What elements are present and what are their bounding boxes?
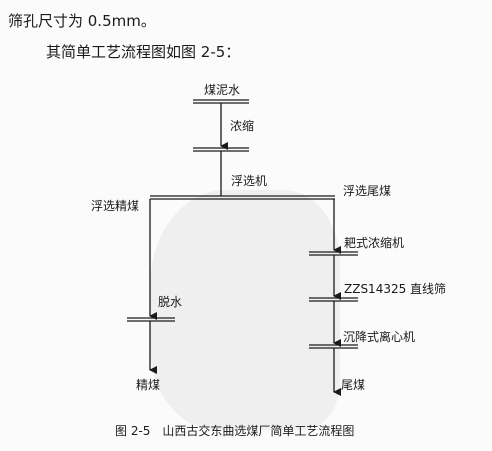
intro-line-2: 其简单工艺流程图如图 2-5： bbox=[46, 43, 241, 61]
intro-line-1: 筛孔尺寸为 0.5mm。 bbox=[8, 12, 156, 30]
seal-watermark bbox=[150, 190, 340, 430]
label-clean-coal: 精煤 bbox=[136, 378, 161, 392]
label-tailings: 浮选尾煤 bbox=[343, 184, 392, 198]
label-concentrate: 浮选精煤 bbox=[91, 199, 140, 213]
label-dewater: 脱水 bbox=[158, 295, 183, 309]
label-screen: ZZS14325 直线筛 bbox=[344, 282, 447, 296]
label-tail-coal: 尾煤 bbox=[341, 378, 366, 392]
label-thicken: 浓缩 bbox=[230, 119, 255, 133]
label-feed: 煤泥水 bbox=[204, 83, 241, 97]
figure-caption: 图 2-5 山西古交东曲选煤厂简单工艺流程图 bbox=[115, 424, 355, 438]
label-rake-thickener: 耙式浓缩机 bbox=[344, 236, 405, 250]
label-flotation: 浮选机 bbox=[231, 174, 268, 188]
label-centrifuge: 沉降式离心机 bbox=[343, 330, 416, 344]
